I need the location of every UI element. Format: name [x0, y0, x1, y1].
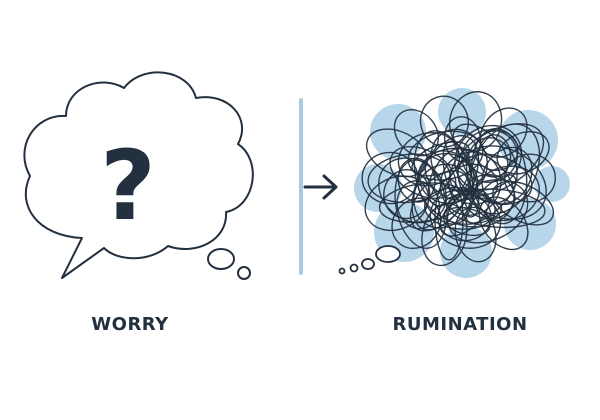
- scribble-loop: [443, 197, 503, 225]
- scribble-loop: [423, 186, 496, 230]
- scribble-rim-loop: [365, 128, 428, 178]
- scribble-loop: [442, 206, 491, 237]
- scribble-loop: [477, 134, 512, 178]
- right-arrow-icon: [303, 174, 338, 200]
- thought-dot-small: [237, 266, 251, 280]
- scribble-loop: [397, 132, 461, 187]
- speech-cloud-outline: [23, 71, 254, 279]
- scribble-loop: [447, 188, 546, 229]
- scribble-rim-loop: [454, 206, 497, 263]
- scribble-rim-loop: [419, 95, 469, 148]
- scribble-loop: [411, 141, 471, 177]
- scribble-rim-loop: [478, 196, 529, 251]
- thought-dots-trail: [338, 245, 401, 275]
- thought-dot-small: [349, 263, 359, 273]
- scribble-rim-loop: [393, 109, 440, 157]
- thought-bubble-question-icon: ?: [23, 71, 254, 280]
- scribble-rim-loop: [448, 91, 503, 152]
- tangled-thought-cloud-icon: [338, 88, 570, 278]
- scribble-rim-loop: [364, 175, 430, 232]
- scribble-loop: [394, 159, 448, 250]
- scribble-rim-loop: [496, 131, 550, 175]
- scribble-loop: [457, 145, 547, 220]
- scribble-rim-loop: [421, 202, 468, 267]
- scribble-rim-loop: [391, 197, 442, 250]
- question-mark-glyph: ?: [100, 130, 156, 242]
- scribble-loop: [462, 173, 516, 220]
- thought-dot-large: [207, 248, 235, 270]
- scribble-rim-loop: [504, 153, 557, 203]
- scribble-rim-loop: [479, 107, 528, 158]
- thought-dot-large: [375, 245, 401, 263]
- scribble-rim-loop: [492, 180, 555, 226]
- thought-dot-tiny: [338, 267, 346, 275]
- worry-label: WORRY: [91, 314, 169, 335]
- scribble-rim-loop: [361, 151, 419, 205]
- thought-dot-medium: [361, 258, 375, 270]
- scribble-loops: [361, 91, 557, 267]
- rumination-label: RUMINATION: [392, 314, 528, 335]
